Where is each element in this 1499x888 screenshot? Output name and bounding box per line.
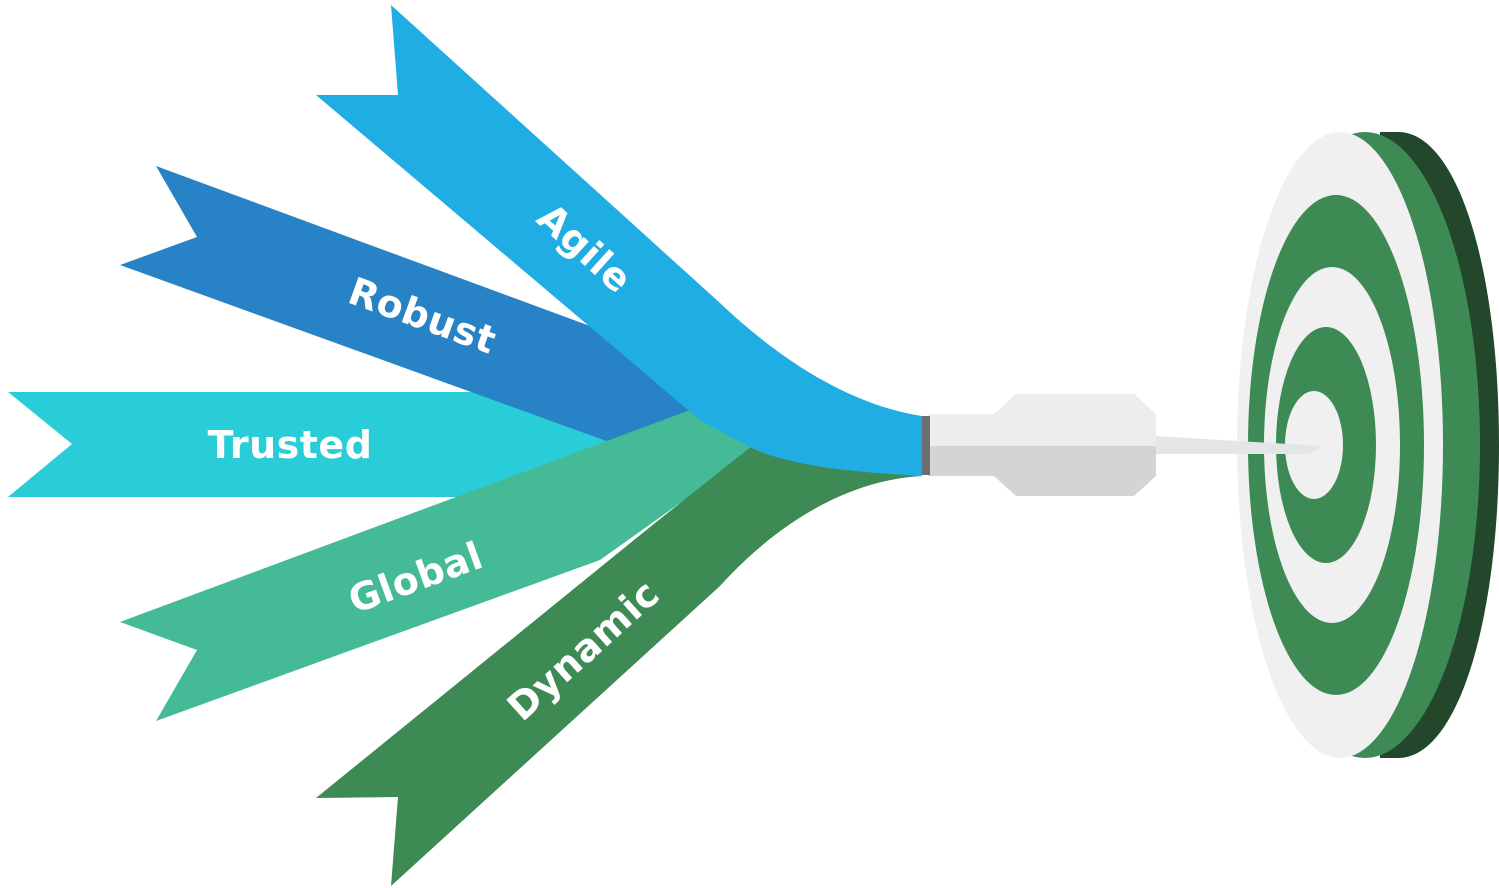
dart-barrel-grip: [928, 414, 996, 446]
dart-barrel-grip-shadow: [928, 446, 996, 476]
ribbon-trusted: [8, 392, 612, 497]
dart-needle: [1154, 436, 1322, 454]
target-bullseye: [1237, 132, 1499, 758]
dart-barrel: [920, 394, 1156, 496]
dart-needle-shaft: [1154, 436, 1322, 454]
dart-barrel-taper-top: [994, 394, 1016, 446]
ribbons: [8, 5, 922, 886]
dart-barrel-body-bottom: [1016, 446, 1134, 496]
dart-barrel-tip-bottom: [1134, 446, 1156, 496]
label-trusted: Trusted: [208, 423, 373, 467]
ribbon-dynamic: [316, 446, 922, 886]
dart-barrel-tip-top: [1134, 394, 1156, 446]
ribbon-global: [120, 410, 760, 721]
dart-barrel-body-top: [1016, 394, 1134, 446]
dart-barrel-taper-bottom: [994, 446, 1016, 496]
target-ring-5: [1285, 391, 1343, 499]
ribbon-robust: [120, 166, 700, 443]
dart-collar: [920, 416, 930, 475]
ribbon-agile: [316, 5, 922, 476]
